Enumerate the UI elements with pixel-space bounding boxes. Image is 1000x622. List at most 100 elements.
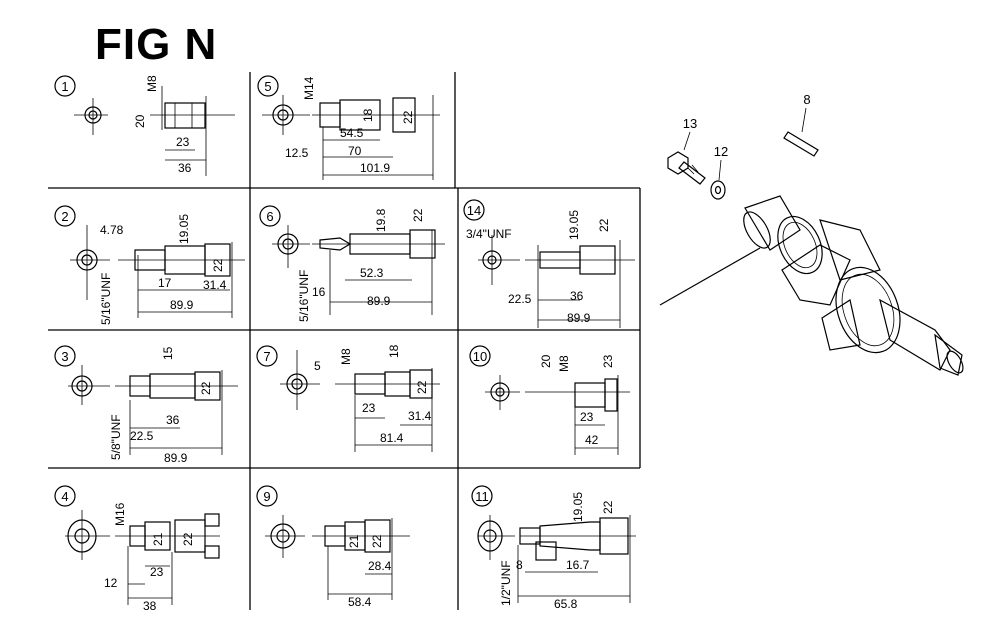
dim-label: 12.5 bbox=[285, 146, 309, 160]
panel-number-circle bbox=[54, 75, 76, 97]
dim-label: 8 bbox=[516, 558, 523, 572]
panel-number: 3 bbox=[61, 349, 68, 364]
panel-2: 2 4.78 19.05 5/16"UNF 17 22 31.4 89.9 bbox=[54, 205, 245, 325]
dim-label: 22 bbox=[597, 218, 611, 232]
dim-label: 12 bbox=[104, 576, 118, 590]
dim-label: 18 bbox=[361, 108, 375, 122]
dim-label: 65.8 bbox=[554, 597, 578, 611]
dim-label: 42 bbox=[585, 433, 599, 447]
bolt-part bbox=[667, 151, 706, 185]
dim-label: M16 bbox=[113, 502, 127, 526]
dim-label: 20 bbox=[539, 354, 553, 368]
panel-number: 10 bbox=[473, 349, 487, 364]
panel-number: 14 bbox=[467, 203, 481, 218]
dim-label: 89.9 bbox=[170, 298, 194, 312]
dim-label: 21 bbox=[151, 532, 165, 546]
dim-label: 31.4 bbox=[203, 278, 227, 292]
pin-part bbox=[783, 131, 819, 157]
panel-number: 5 bbox=[264, 79, 271, 94]
dim-label: 22 bbox=[181, 532, 195, 546]
leader-line bbox=[659, 247, 761, 306]
dim-label: 18 bbox=[387, 344, 401, 358]
dim-label: 23 bbox=[362, 401, 376, 415]
dim-label: 19.05 bbox=[571, 492, 585, 522]
dim-label: 21 bbox=[347, 534, 361, 548]
dim-label: 3/4"UNF bbox=[466, 227, 512, 241]
crank-gear bbox=[835, 266, 901, 354]
panel-11: 11 19.05 22 1/2"UNF 8 16.7 65.8 bbox=[471, 485, 636, 611]
dim-label: 36 bbox=[178, 161, 192, 175]
dim-label: 4.78 bbox=[100, 223, 124, 237]
panel-6: 6 19.8 22 5/16"UNF 52.3 16 89.9 bbox=[259, 205, 445, 322]
dim-label: 70 bbox=[348, 144, 362, 158]
dim-label: 5 bbox=[314, 359, 321, 373]
dim-label: M8 bbox=[145, 75, 159, 92]
timing-gear bbox=[777, 215, 823, 275]
dim-label: M8 bbox=[339, 348, 353, 365]
dim-label: 22 bbox=[415, 380, 429, 394]
dim-label: 23 bbox=[580, 410, 594, 424]
panel-14: 14 3/4"UNF 19.05 22 22.5 36 89.9 bbox=[463, 199, 635, 328]
callout-label: 13 bbox=[683, 116, 697, 131]
dim-label: 20 bbox=[133, 114, 147, 128]
exploded-view: 13 12 8 bbox=[659, 92, 964, 376]
panel-number: 1 bbox=[61, 79, 68, 94]
dim-label: 19.8 bbox=[374, 208, 388, 232]
dim-label: 89.9 bbox=[164, 451, 188, 465]
panel-5: 5 M14 18 22 54.5 12.5 70 101.9 bbox=[257, 75, 440, 180]
panel-number: 9 bbox=[263, 489, 270, 504]
crankshaft-part bbox=[743, 195, 964, 376]
panel-3: 3 15 5/8"UNF 36 22 22.5 89.9 bbox=[54, 345, 238, 465]
panel-number: 7 bbox=[263, 349, 270, 364]
dim-label: 5/16"UNF bbox=[297, 270, 311, 322]
callout-label: 12 bbox=[714, 144, 728, 159]
dim-label: 58.4 bbox=[348, 595, 372, 609]
dim-label: 31.4 bbox=[408, 409, 432, 423]
panel-10: 10 20 M8 23 23 42 bbox=[469, 345, 630, 455]
dim-label: 81.4 bbox=[380, 431, 404, 445]
panel-number: 6 bbox=[266, 209, 273, 224]
figure-title: FIG N bbox=[95, 20, 218, 69]
dim-label: 17 bbox=[158, 276, 172, 290]
dim-label: 16.7 bbox=[566, 558, 590, 572]
dim-label: 22 bbox=[601, 500, 615, 514]
panel-number: 2 bbox=[61, 209, 68, 224]
dim-label: 22 bbox=[411, 208, 425, 222]
dim-label: 36 bbox=[570, 289, 584, 303]
dim-label: 22.5 bbox=[130, 429, 154, 443]
dim-label: 38 bbox=[143, 599, 157, 613]
dim-label: M8 bbox=[557, 355, 571, 372]
dim-label: 23 bbox=[150, 565, 164, 579]
dim-label: M14 bbox=[302, 76, 316, 100]
washer-part bbox=[710, 180, 726, 200]
panel-grid bbox=[48, 72, 641, 610]
dim-label: 19.05 bbox=[567, 210, 581, 240]
dim-label: 101.9 bbox=[360, 161, 390, 175]
panel-number: 4 bbox=[61, 489, 68, 504]
dim-label: 22.5 bbox=[508, 292, 532, 306]
dim-label: 15 bbox=[161, 346, 175, 360]
dim-label: 22 bbox=[401, 110, 415, 124]
dim-label: 16 bbox=[312, 285, 326, 299]
dim-label: 1/2"UNF bbox=[499, 560, 513, 606]
dim-label: 28.4 bbox=[368, 559, 392, 573]
callout-label: 8 bbox=[803, 92, 810, 107]
dim-label: 5/8"UNF bbox=[109, 414, 123, 460]
dim-label: 19.05 bbox=[177, 214, 191, 244]
dim-label: 23 bbox=[176, 135, 190, 149]
panel-4: 4 M16 21 22 23 12 38 bbox=[54, 485, 220, 613]
dim-label: 22 bbox=[370, 534, 384, 548]
dim-label: 23 bbox=[601, 354, 615, 368]
dim-label: 22 bbox=[211, 258, 225, 272]
dim-label: 36 bbox=[166, 413, 180, 427]
panel-number: 11 bbox=[475, 489, 489, 504]
dim-label: 89.9 bbox=[367, 294, 391, 308]
dim-label: 54.5 bbox=[340, 126, 364, 140]
panel-7: 7 5 M8 18 22 23 31.4 81.4 bbox=[256, 344, 440, 452]
dim-label: 22 bbox=[199, 381, 213, 395]
dim-label: 52.3 bbox=[360, 266, 384, 280]
dim-label: 5/16"UNF bbox=[99, 273, 113, 325]
dim-label: 89.9 bbox=[567, 311, 591, 325]
panel-9: 9 21 22 28.4 58.4 bbox=[256, 485, 410, 609]
